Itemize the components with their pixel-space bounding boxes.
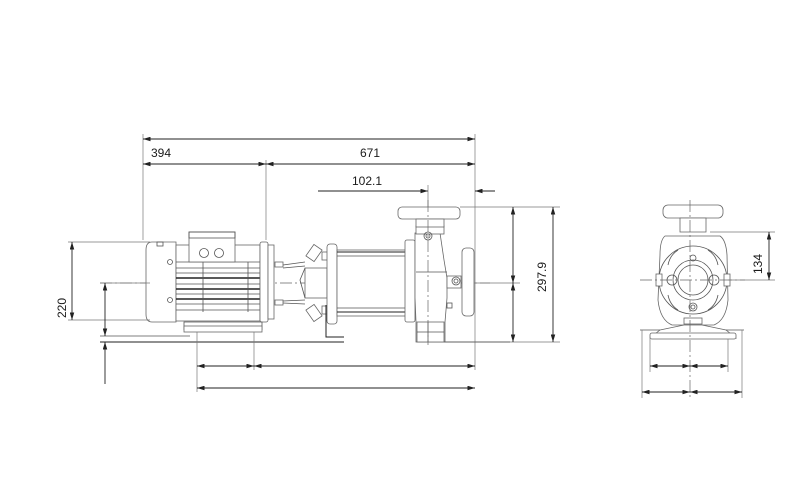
top-dimensions: 394 671 102.1 <box>142 134 495 370</box>
motor-flange <box>259 241 269 323</box>
pump-casing <box>414 232 448 343</box>
side-view <box>100 200 510 345</box>
terminal-box <box>188 231 236 263</box>
inlet-flange <box>461 247 475 317</box>
height-dimensions: 297.9 <box>444 206 560 343</box>
dim-671-label: 671 <box>360 146 380 160</box>
dim-394-label: 394 <box>151 146 171 160</box>
dim-297-label: 297.9 <box>535 262 549 292</box>
outlet-flange <box>397 206 461 220</box>
dim-220-label: 220 <box>55 298 69 318</box>
bottom-dimensions <box>196 332 475 392</box>
left-dimensions: 220 <box>55 241 150 384</box>
pump-head-flange <box>326 243 338 325</box>
pump-sleeve <box>336 249 408 317</box>
dim-102-label: 102.1 <box>352 174 382 188</box>
end-view-casing <box>657 235 729 326</box>
dim-134-label: 134 <box>751 254 765 274</box>
coupling <box>304 267 328 299</box>
end-view: 134 <box>640 200 775 400</box>
motor-fan-cover <box>145 241 177 323</box>
